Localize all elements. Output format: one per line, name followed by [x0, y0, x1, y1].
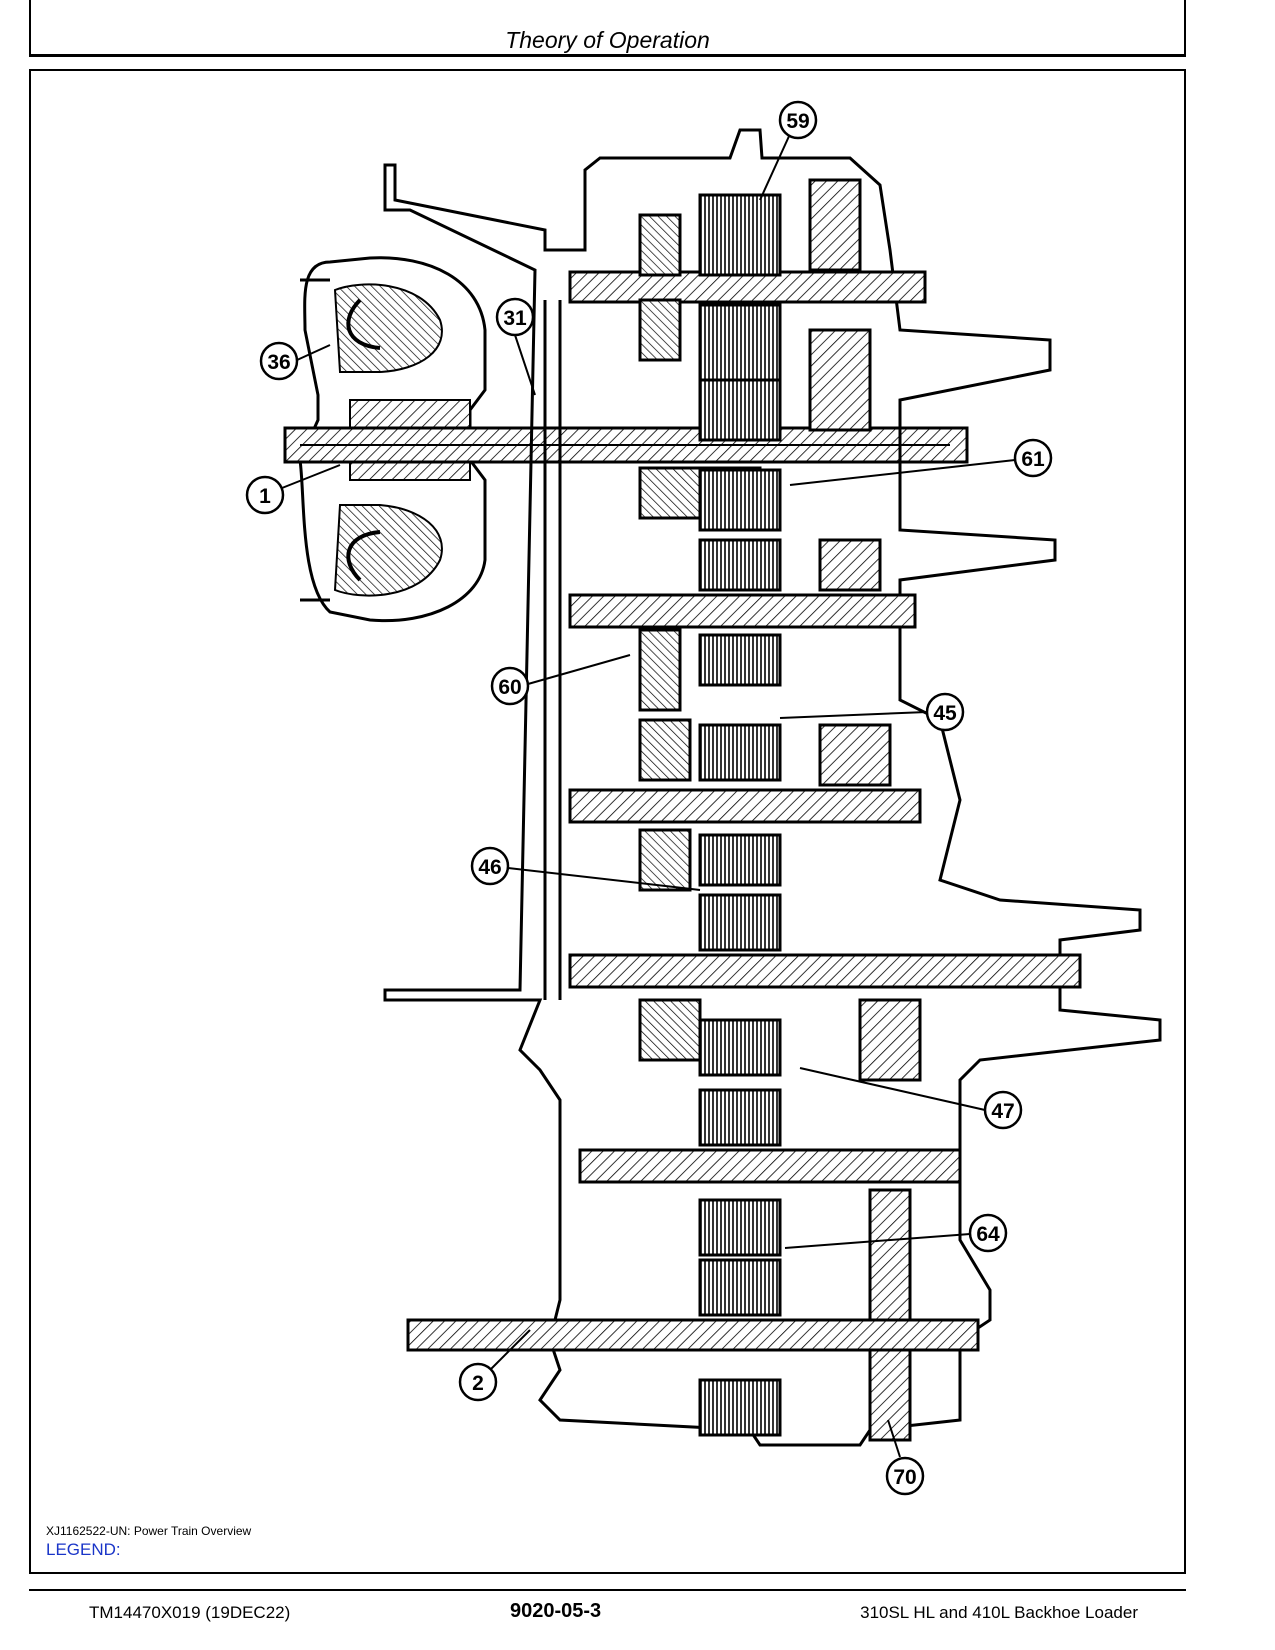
figure-caption: XJ1162522-UN: Power Train Overview: [46, 1524, 252, 1538]
page-title: Theory of Operation: [505, 27, 710, 53]
callout-45: 45: [779, 692, 965, 732]
callout-31-label: 31: [503, 307, 527, 330]
output-shaft-assembly: [406, 1188, 980, 1442]
callout-70: 70: [885, 1419, 925, 1496]
range-shaft-a: [568, 718, 922, 952]
callout-64: 64: [784, 1213, 1008, 1253]
figure-frame: [29, 69, 1186, 1574]
callout-1-label: 1: [259, 485, 271, 508]
transmission-housing: [383, 128, 1162, 1447]
callout-1: 1: [245, 464, 341, 515]
callout-45-label: 45: [933, 702, 957, 725]
upper-countershaft: [568, 178, 927, 442]
callout-61-label: 61: [1021, 448, 1045, 471]
footer-doc-code: TM14470X019 (19DEC22): [89, 1603, 291, 1622]
callout-46-label: 46: [478, 856, 501, 879]
callout-59: 59: [759, 100, 818, 201]
footer-divider: [29, 1589, 1186, 1591]
callout-2: 2: [458, 1329, 531, 1402]
callout-46: 46: [470, 846, 701, 891]
callout-31: 31: [495, 297, 536, 396]
callout-36-label: 36: [267, 351, 290, 374]
footer-page-number: 9020-05-3: [510, 1600, 602, 1622]
callout-47: 47: [799, 1067, 1023, 1130]
footer-machine-name: 310SL HL and 410L Backhoe Loader: [860, 1603, 1138, 1622]
range-shaft-b: [568, 953, 1082, 1184]
callout-60-label: 60: [498, 676, 521, 699]
callout-70-label: 70: [893, 1466, 916, 1489]
callout-36: 36: [259, 341, 331, 381]
callout-59-label: 59: [786, 110, 809, 133]
callout-60: 60: [490, 654, 631, 706]
callout-64-label: 64: [976, 1223, 1000, 1246]
page-header: Theory of Operation: [29, 0, 1186, 57]
callout-61: 61: [789, 438, 1053, 486]
callout-47-label: 47: [991, 1100, 1014, 1123]
callout-2-label: 2: [472, 1372, 484, 1395]
forward-reverse-shaft: [568, 466, 917, 712]
legend-heading: LEGEND:: [46, 1540, 121, 1559]
